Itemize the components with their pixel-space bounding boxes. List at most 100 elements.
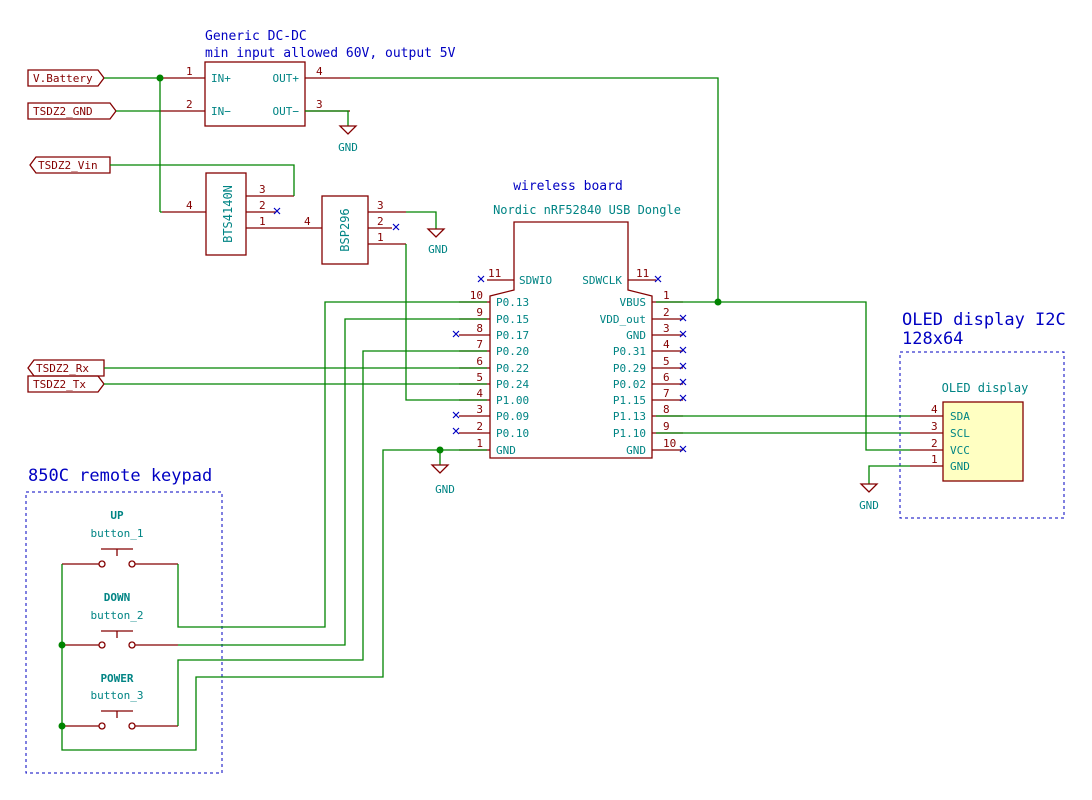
label-tsdz2-rx[interactable]: TSDZ2_Rx [27,359,105,377]
oled-subtitle: 128x64 [902,329,963,349]
svg-text:2: 2 [377,215,384,228]
keypad-block[interactable]: 850C remote keypad [25,466,223,774]
svg-text:POWER: POWER [100,672,133,685]
pin-number: 6 [476,355,483,368]
pin-number: 3 [476,403,483,416]
button-power[interactable]: POWER button_3 [62,672,178,730]
wireless-right-pins: 1VBUS2VDD_out3GND4P0.315P0.296P0.027P1.1… [600,289,683,457]
svg-text:3: 3 [931,420,938,433]
wireless-right-pin: 7P1.15 [613,387,683,407]
pin-number: 7 [476,338,483,351]
svg-text:11: 11 [636,267,649,280]
svg-text:GND: GND [859,499,879,512]
svg-text:4: 4 [931,403,938,416]
dcdc-pin-name: OUT− [273,105,300,118]
bsp296[interactable]: BSP296 3 2 1 4 [304,195,406,265]
no-connect-markers [273,207,687,453]
svg-text:GND: GND [338,141,358,154]
svg-text:GND: GND [950,460,970,473]
svg-text:SCL: SCL [950,427,970,440]
pin-number: 5 [476,371,483,384]
pin-name: P0.29 [613,362,646,375]
gnd-symbol: GND [305,110,358,154]
wireless-right-pin: 6P0.02 [613,371,683,391]
button-up[interactable]: UP button_1 [62,509,178,568]
wireless-left-pin: 3P0.09 [459,403,529,423]
svg-text:2: 2 [931,437,938,450]
pin-name: GND [626,329,646,342]
dcdc-pin-name: OUT+ [273,72,300,85]
pin-name: P0.24 [496,378,529,391]
label-tsdz2-tx[interactable]: TSDZ2_Tx [27,375,105,393]
pin-name: P0.02 [613,378,646,391]
svg-text:GND: GND [428,243,448,256]
wireless-left-pin: 6P0.22 [459,355,529,375]
junction-dots [58,74,722,730]
pin-number: 9 [476,306,483,319]
pin-name: P0.20 [496,345,529,358]
dcdc-title: Generic DC-DC [205,29,307,44]
gnd-symbol: GND [406,211,448,256]
label-tsdz2-vin[interactable]: TSDZ2_Vin [29,156,111,174]
svg-text:4: 4 [186,199,193,212]
pin-number: 4 [663,338,670,351]
svg-text:TSDZ2_Vin: TSDZ2_Vin [38,159,98,172]
dcdc-pin-name: IN− [211,105,231,118]
pin-number: 2 [476,420,483,433]
wireless-left-pin: 8P0.17 [459,322,529,342]
oled-title: OLED display I2C [902,310,1066,330]
bts4140n[interactable]: BTS4140N 3 2 1 4 [162,172,322,256]
svg-text:TSDZ2_Rx: TSDZ2_Rx [36,362,89,375]
pin-name: VBUS [620,296,647,309]
wireless-title: wireless board [513,179,623,194]
label-tsdz2-gnd[interactable]: TSDZ2_GND [27,102,117,120]
gnd-symbol: GND [859,465,910,512]
pin-number: 1 [663,289,670,302]
svg-text:1: 1 [377,231,384,244]
dcdc-pin-name: IN+ [211,72,231,85]
svg-text:GND: GND [435,483,455,496]
svg-text:TSDZ2_Tx: TSDZ2_Tx [33,378,86,391]
svg-text:3: 3 [377,199,384,212]
button-down[interactable]: DOWN button_2 [62,591,178,649]
dcdc-converter[interactable]: Generic DC-DC min input allowed 60V, out… [160,29,456,127]
pin-name: P1.13 [613,410,646,423]
pin-name: P0.17 [496,329,529,342]
wireless-board[interactable]: wireless board Nordic nRF52840 USB Dongl… [487,179,681,459]
svg-text:SDA: SDA [950,410,970,423]
wireless-right-pin: 4P0.31 [613,338,683,358]
pin-name: P0.10 [496,427,529,440]
svg-text:1: 1 [931,453,938,466]
oled-block[interactable]: OLED display I2C 128x64 OLED display 4 3… [899,310,1066,519]
pin-name: P1.00 [496,394,529,407]
bts-ref: BTS4140N [221,185,235,243]
pin-number: 3 [663,322,670,335]
label-vbattery[interactable]: V.Battery [27,69,105,87]
pin-name: GND [626,444,646,457]
pin-name: P0.15 [496,313,529,326]
pin-name: GND [496,444,516,457]
dcdc-pin-num: 1 [186,65,193,78]
svg-text:SDWIO: SDWIO [519,274,552,287]
wireless-right-pin: 5P0.29 [613,355,683,375]
pin-number: 4 [476,387,483,400]
dcdc-body [204,61,306,127]
svg-text:SDWCLK: SDWCLK [582,274,622,287]
svg-text:V.Battery: V.Battery [33,72,93,85]
wireless-value: Nordic nRF52840 USB Dongle [493,203,681,217]
svg-text:VCC: VCC [950,444,970,457]
wireless-left-pin: 9P0.15 [459,306,529,326]
pin-number: 9 [663,420,670,433]
svg-text:4: 4 [304,215,311,228]
svg-text:1: 1 [259,215,266,228]
dcdc-pin-num: 4 [316,65,323,78]
pin-number: 1 [476,437,483,450]
pin-number: 2 [663,306,670,319]
keypad-title: 850C remote keypad [28,466,212,486]
